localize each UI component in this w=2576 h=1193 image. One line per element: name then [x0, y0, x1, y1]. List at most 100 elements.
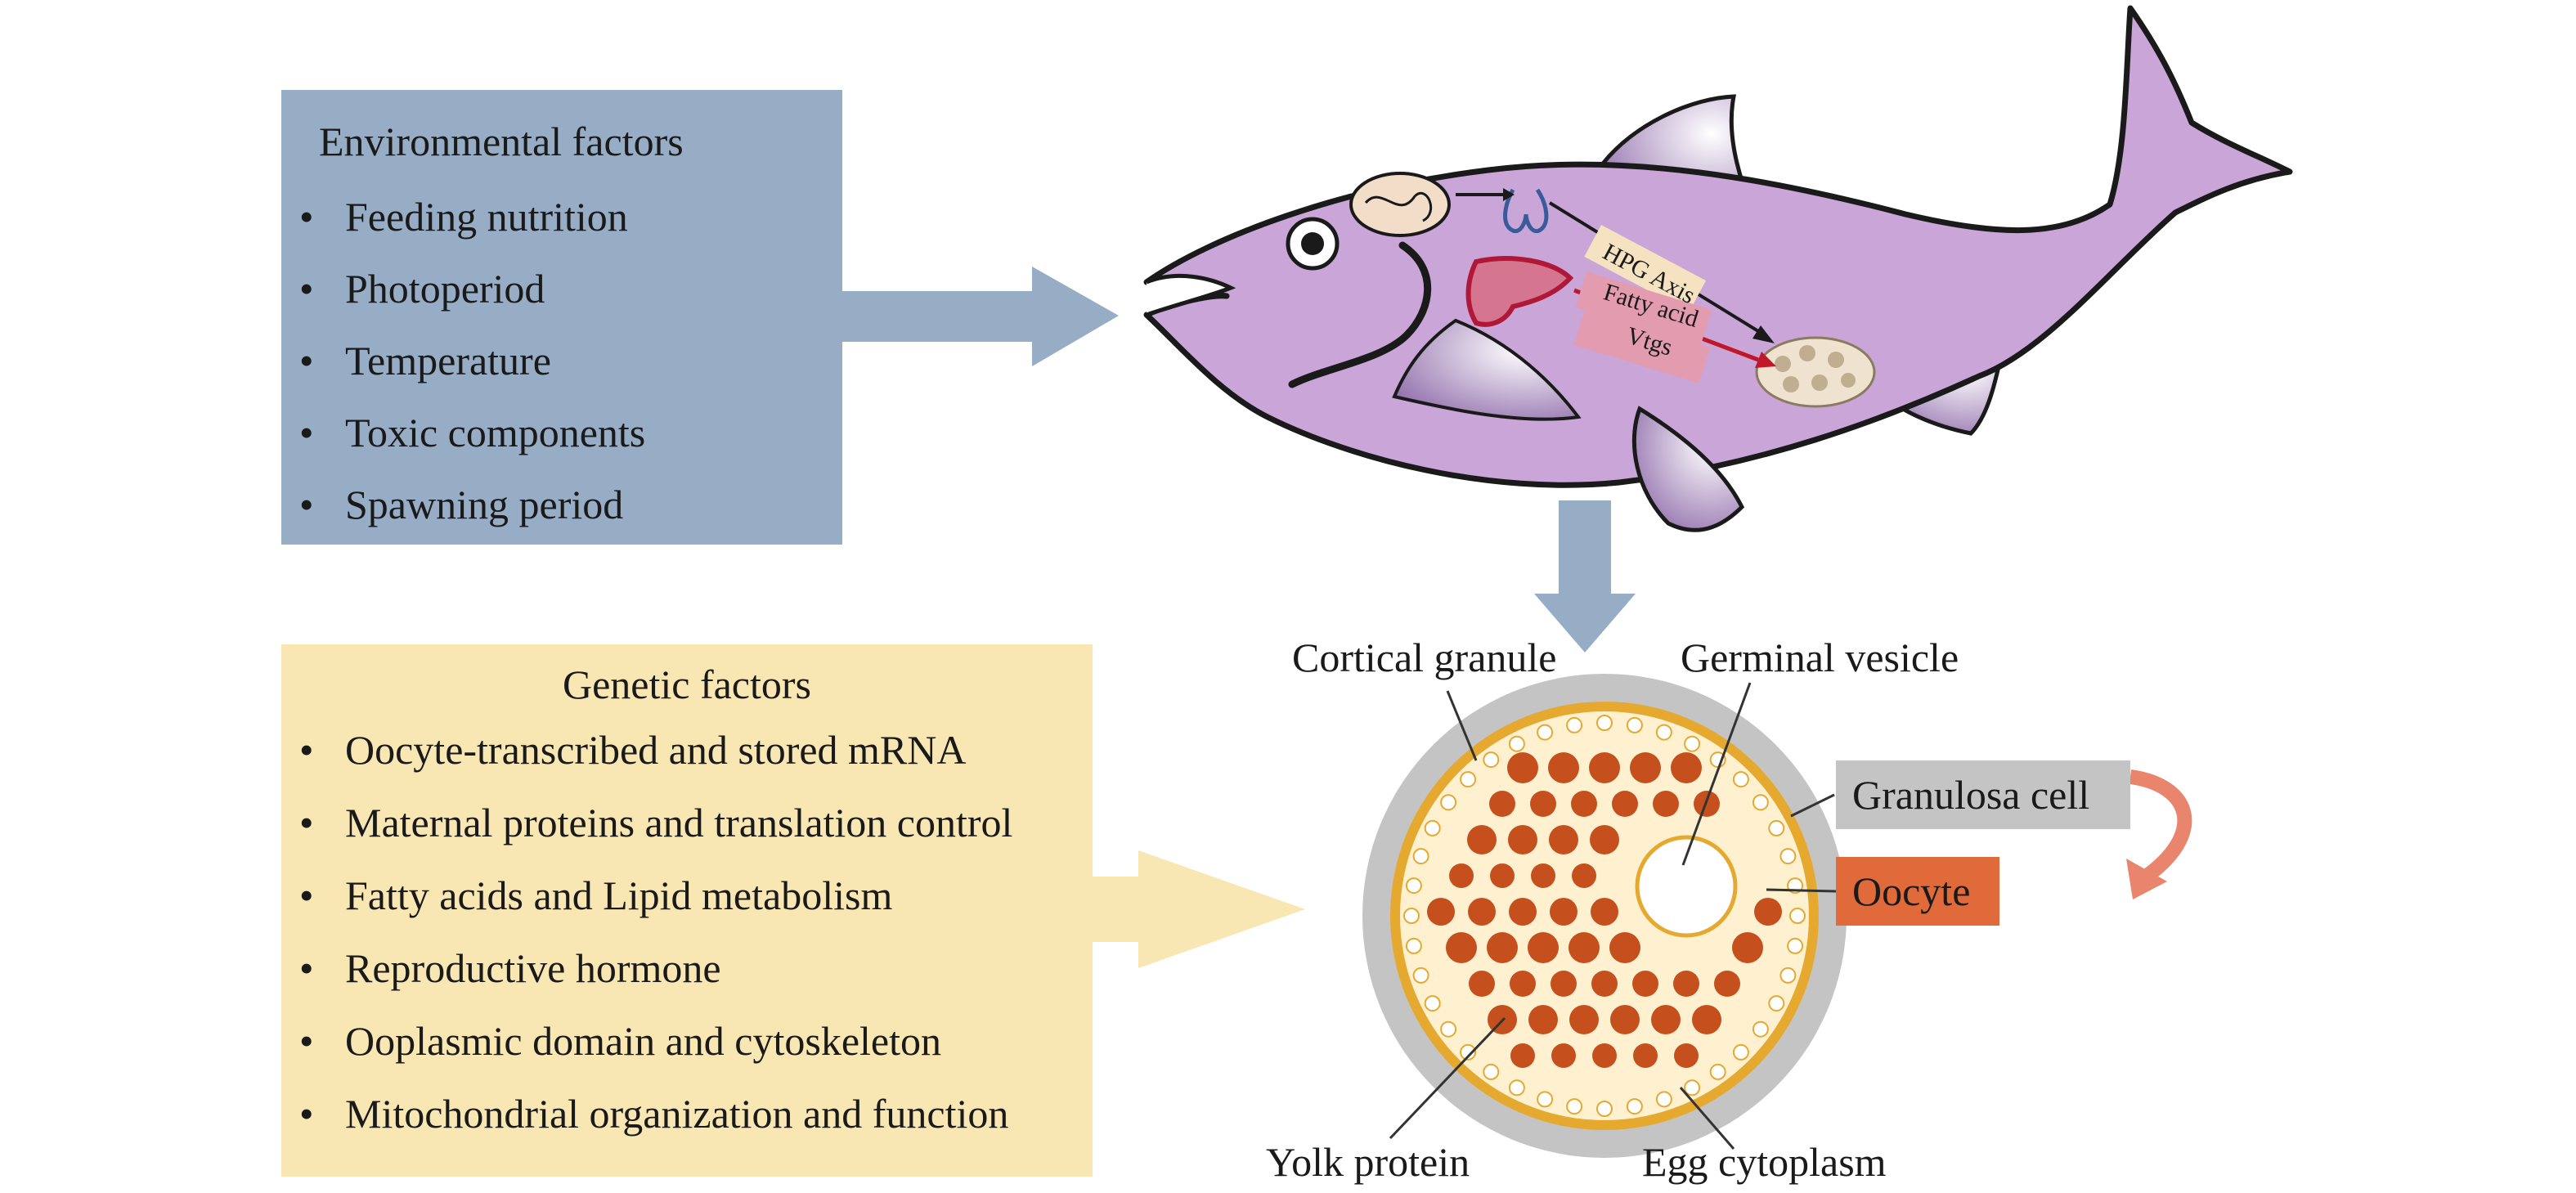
yolk-droplet: [1651, 1005, 1681, 1034]
list-item: Spawning period: [299, 478, 645, 549]
granulosa-curved-arrow: [2129, 769, 2192, 886]
cortical-granule: [1626, 716, 1643, 733]
genetic-factors-box: Genetic factors Oocyte-transcribed and s…: [281, 644, 1093, 1177]
list-item: Toxic components: [299, 406, 645, 478]
yolk-droplet: [1633, 1043, 1658, 1068]
yolk-droplet: [1487, 932, 1518, 963]
arrow-environment-to-fish: [842, 267, 1119, 366]
list-item: Mitochondrial organization and function: [299, 1087, 1012, 1159]
yolk-droplet: [1673, 971, 1699, 997]
cortical-granule: [1732, 771, 1749, 788]
yolk-droplet: [1591, 971, 1618, 997]
ovary-icon: [1755, 336, 1876, 408]
cortical-granule: [1460, 771, 1477, 788]
cortical-granule: [1768, 995, 1785, 1012]
cortical-granule: [1752, 794, 1769, 811]
yolk-droplet: [1467, 825, 1497, 854]
yolk-droplet: [1509, 898, 1537, 926]
yolk-proteins: [1427, 752, 1782, 1068]
cortical-granule: [1626, 1098, 1643, 1115]
cortical-granule: [1684, 735, 1701, 752]
genetic-factors-list: Oocyte-transcribed and stored mRNA Mater…: [299, 723, 1012, 1159]
yolk-droplet: [1571, 791, 1597, 817]
yolk-droplet: [1531, 863, 1555, 888]
genetic-factors-title: Genetic factors: [562, 662, 811, 707]
list-item: Reproductive hormone: [299, 941, 1012, 1014]
yolk-droplet: [1489, 791, 1515, 817]
cortical-granule: [1768, 819, 1785, 836]
list-item: Photoperiod: [299, 262, 645, 334]
leader-granulosa-cell: [1790, 793, 1835, 818]
germinal-vesicle-label: Germinal vesicle: [1681, 635, 1959, 680]
list-item: Maternal proteins and translation contro…: [299, 796, 1012, 868]
cortical-granule: [1483, 1063, 1500, 1080]
cortical-granule: [1440, 1020, 1457, 1038]
yolk-droplet: [1630, 752, 1661, 783]
granulosa-cell-label: Granulosa cell: [1836, 760, 2130, 829]
yolk-droplet: [1446, 932, 1477, 963]
cortical-granule: [1537, 724, 1554, 741]
list-item: Temperature: [299, 334, 645, 406]
cortical-granule: [1684, 1079, 1701, 1097]
yolk-droplet: [1732, 932, 1763, 963]
cortical-granule-label: Cortical granule: [1292, 635, 1557, 680]
cortical-granule: [1483, 751, 1500, 769]
cortical-granule: [1424, 819, 1441, 836]
leader-cortical-granule: [1446, 690, 1478, 761]
leader-yolk-protein: [1389, 1016, 1506, 1140]
cortical-granule: [1405, 937, 1422, 954]
cortical-granule: [1789, 908, 1806, 924]
pituitary-icon: [1503, 188, 1549, 234]
yolk-droplet: [1572, 863, 1596, 888]
cortical-granule: [1752, 1020, 1769, 1038]
list-item: Fatty acids and Lipid metabolism: [299, 868, 1012, 941]
arrow-fish-to-oocyte: [1534, 500, 1636, 653]
yolk-droplet: [1490, 863, 1515, 888]
environmental-factors-list: Feeding nutrition Photoperiod Temperatur…: [299, 190, 645, 549]
cortical-granule: [1537, 1091, 1554, 1108]
cortical-granule: [1460, 1043, 1477, 1061]
yolk-droplet: [1612, 791, 1638, 817]
cortical-granule: [1655, 724, 1672, 741]
yolk-droplet: [1589, 752, 1620, 783]
cortical-granule: [1709, 1063, 1726, 1080]
cortical-granule: [1732, 1043, 1749, 1061]
yolk-droplet: [1714, 971, 1740, 997]
cortical-granule: [1412, 848, 1429, 865]
cortical-granule: [1405, 877, 1422, 895]
pectoral-fin: [1392, 318, 1582, 421]
germinal-vesicle: [1635, 835, 1738, 938]
cortical-granule: [1596, 715, 1613, 731]
yolk-droplet: [1591, 898, 1618, 926]
cortical-granule: [1787, 937, 1804, 954]
environmental-factors-box: Environmental factors Feeding nutrition …: [281, 90, 842, 545]
leader-oocyte: [1766, 888, 1837, 893]
yolk-protein-label: Yolk protein: [1266, 1139, 1470, 1185]
cortical-granule: [1440, 794, 1457, 811]
yolk-droplet: [1609, 932, 1640, 963]
oocyte-label: Oocyte: [1836, 857, 1999, 926]
yolk-droplet: [1469, 971, 1495, 997]
pelvic-fin: [1631, 406, 1745, 532]
list-item: Oocyte-transcribed and stored mRNA: [299, 723, 1012, 796]
yolk-droplet: [1449, 863, 1474, 888]
arrow-genetic-to-oocyte: [1093, 850, 1305, 968]
yolk-droplet: [1528, 1005, 1558, 1034]
yolk-droplet: [1569, 1005, 1599, 1034]
cortical-granule: [1596, 1101, 1613, 1117]
yolk-droplet: [1508, 825, 1537, 854]
egg-cytoplasm-label: Egg cytoplasm: [1642, 1139, 1887, 1185]
yolk-droplet: [1551, 971, 1577, 997]
cortical-granule: [1566, 1098, 1583, 1115]
yolk-droplet: [1632, 971, 1658, 997]
yolk-droplet: [1510, 1043, 1535, 1068]
yolk-droplet: [1550, 898, 1577, 926]
yolk-droplet: [1548, 752, 1579, 783]
yolk-droplet: [1468, 898, 1496, 926]
yolk-droplet: [1510, 971, 1536, 997]
yolk-droplet: [1692, 1005, 1721, 1034]
cortical-granule: [1566, 716, 1583, 733]
list-item: Ooplasmic domain and cytoskeleton: [299, 1014, 1012, 1087]
fish-mouth: [1146, 273, 1236, 317]
yolk-droplet: [1427, 898, 1455, 926]
